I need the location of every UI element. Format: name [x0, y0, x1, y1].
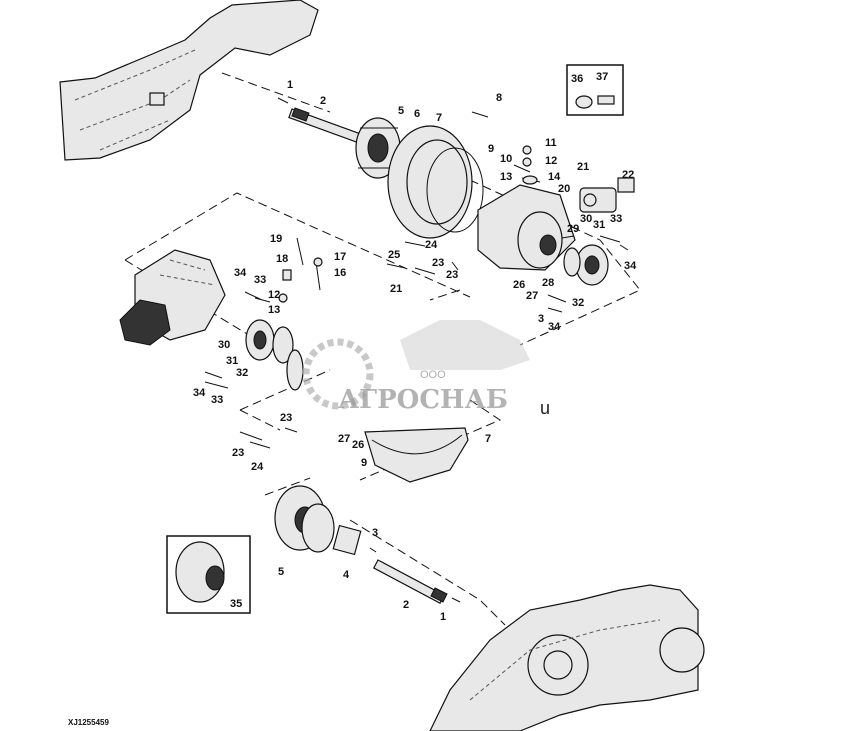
callout: 32 — [236, 367, 248, 379]
axle-housing-top — [59, 0, 319, 161]
callout: 2 — [403, 599, 409, 611]
watermark-combine-icon — [400, 320, 530, 370]
inset-plugs — [566, 64, 624, 116]
callout: 29 — [567, 223, 579, 235]
callout-labels: 1 2 5 6 7 8 9 10 11 12 13 14 20 21 22 33… — [193, 71, 637, 623]
callout: 22 — [622, 169, 634, 181]
callout: 30 — [580, 213, 592, 225]
watermark-suffix: u — [540, 398, 550, 418]
callout: 7 — [436, 112, 442, 124]
reference-code: XJ1255459 — [68, 718, 109, 727]
callout: 4 — [343, 569, 350, 581]
drive-shaft-lower — [369, 547, 461, 604]
callout: 14 — [548, 171, 561, 183]
callout: 37 — [596, 71, 608, 83]
callout: 23 — [280, 412, 292, 424]
callout: 31 — [593, 219, 605, 231]
callout: 12 — [545, 155, 557, 167]
callout: 3 — [372, 527, 378, 539]
callout: 30 — [218, 339, 230, 351]
assembly-outline-middle — [124, 192, 502, 481]
small-hardware-middle — [204, 237, 323, 449]
bearing-right — [563, 244, 609, 286]
callout: 34 — [193, 387, 206, 399]
callout: 23 — [232, 447, 244, 459]
callout: 34 — [624, 260, 637, 272]
callout: 34 — [548, 321, 561, 333]
watermark-prefix: ООО — [420, 369, 446, 381]
planet-carrier-lower — [274, 485, 335, 553]
callout: 23 — [432, 257, 444, 269]
callout: 36 — [571, 73, 583, 85]
callout: 35 — [230, 598, 242, 610]
watermark-brand: АГРОСНАБ — [338, 385, 508, 415]
callout: 16 — [334, 267, 346, 279]
callout: 5 — [278, 566, 284, 578]
callout: 24 — [425, 239, 438, 251]
callout: 2 — [320, 95, 326, 107]
callout: 11 — [545, 137, 557, 149]
inset-carrier — [166, 535, 251, 614]
callout: 31 — [226, 355, 238, 367]
callout: 19 — [270, 233, 282, 245]
callout: 28 — [542, 277, 554, 289]
callout: 17 — [334, 251, 346, 263]
callout: 20 — [558, 183, 570, 195]
hub-housing — [477, 184, 576, 271]
callout: 23 — [446, 269, 458, 281]
valve-assembly — [579, 177, 635, 213]
shim-part — [332, 524, 362, 556]
planet-carrier-upper — [355, 117, 401, 179]
callout: 6 — [414, 108, 420, 120]
wheel-hub-left — [119, 249, 226, 346]
callout: 9 — [361, 457, 367, 469]
callout: 33 — [610, 213, 622, 225]
callout: 3 — [538, 313, 544, 325]
callout: 5 — [398, 105, 404, 117]
callout: 25 — [388, 249, 400, 261]
small-hardware-upper — [386, 111, 629, 313]
callout: 12 — [268, 289, 280, 301]
ring-gear-lower — [364, 427, 469, 483]
callout: 13 — [268, 304, 280, 316]
callout: 24 — [251, 461, 264, 473]
callout: 1 — [440, 611, 446, 623]
callout: 33 — [211, 394, 223, 406]
callout: 27 — [338, 433, 350, 445]
watermark: ООО АГРОСНАБ u — [302, 320, 550, 418]
callout: 32 — [572, 297, 584, 309]
ring-gear-upper — [387, 125, 484, 239]
callout: 27 — [526, 290, 538, 302]
callout: 26 — [513, 279, 525, 291]
callout: 33 — [254, 274, 266, 286]
callout: 18 — [276, 253, 288, 265]
callout: 13 — [500, 171, 512, 183]
callout: 7 — [485, 433, 491, 445]
callout: 1 — [287, 79, 293, 91]
callout: 26 — [352, 439, 364, 451]
axle-housing-bottom — [429, 584, 705, 731]
callout: 8 — [496, 92, 502, 104]
bearing-left — [245, 319, 304, 391]
callout: 9 — [488, 143, 494, 155]
watermark-gear-icon — [302, 338, 374, 410]
callout: 21 — [390, 283, 402, 295]
callout: 21 — [577, 161, 589, 173]
callout: 10 — [500, 153, 512, 165]
callout: 34 — [234, 267, 247, 279]
assembly-outline-lower — [264, 477, 506, 626]
